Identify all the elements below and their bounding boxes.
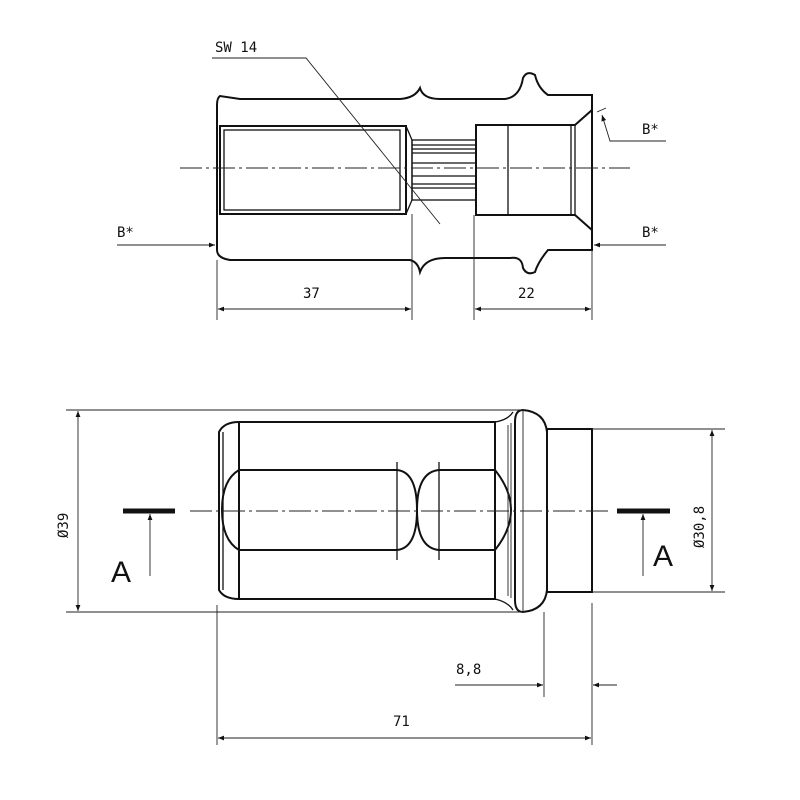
section-marker-right-top: B* <box>642 122 659 138</box>
section-view-b: SW 14 B* B* B* 37 22 <box>117 40 666 320</box>
section-label-left: A <box>111 556 131 589</box>
wrench-leader <box>212 57 441 225</box>
threaded-bore <box>219 125 407 215</box>
section-marker-left: B* <box>117 225 134 241</box>
dim-diameter-30-8: Ø30,8 <box>692 506 708 548</box>
dim-37: 37 <box>303 286 320 302</box>
dim-22: 22 <box>518 286 535 302</box>
section-marker-right-bottom: B* <box>642 225 659 241</box>
body-section-outline <box>216 72 593 276</box>
wrench-size-label: SW 14 <box>215 40 257 56</box>
side-view: A A Ø39 Ø30,8 8,8 71 <box>56 408 725 745</box>
dim-diameter-39: Ø39 <box>56 513 72 538</box>
section-label-right: A <box>653 540 673 573</box>
dim-8-8: 8,8 <box>456 662 481 678</box>
dim-71: 71 <box>393 714 410 730</box>
